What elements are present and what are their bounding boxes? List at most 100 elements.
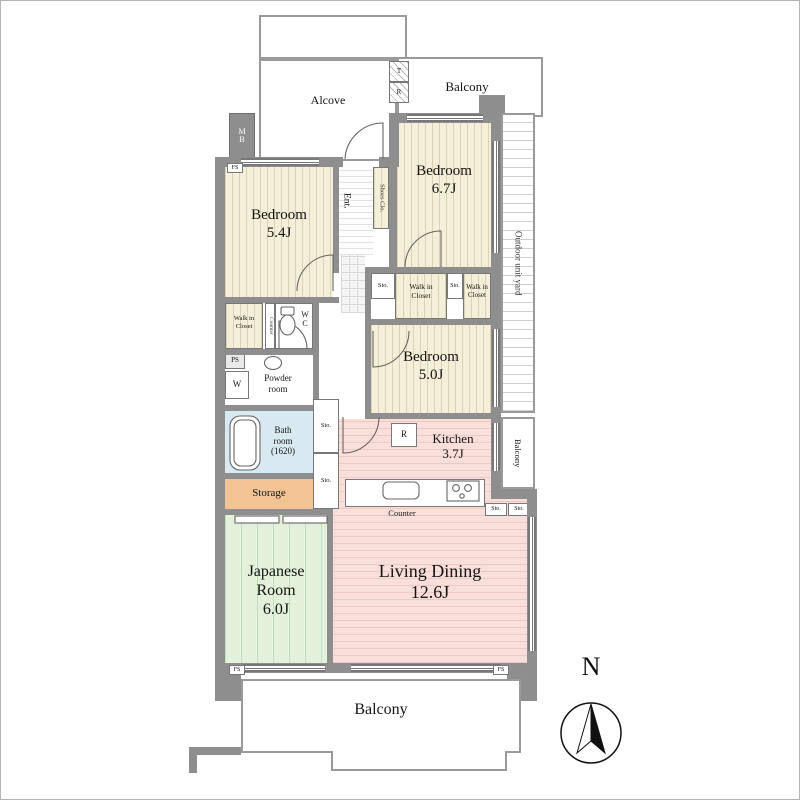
bedroom3-label: Bedroom 5.0J [371, 349, 491, 384]
living-dining-floor [333, 497, 527, 663]
hall-storage-2: Sto. [313, 453, 339, 509]
walk-in-closet-1 [395, 273, 447, 319]
top-structure-block [259, 15, 407, 59]
entrance-tile-floor [341, 255, 365, 313]
pipe-left-horizontal [189, 747, 241, 755]
entrance-corridor-floor [339, 167, 373, 255]
counter-strip: Counter [265, 303, 275, 349]
sto-label: Sto. [320, 421, 332, 429]
bedroom2-name: Bedroom [416, 163, 472, 179]
fs-label: FS [497, 666, 505, 673]
walk-in-closet-2 [463, 273, 491, 319]
compass-needle-white [576, 703, 592, 755]
japanese-size: 6.0J [262, 600, 290, 618]
trunk-room-t-label: T [396, 66, 402, 75]
counter-label: Counter [388, 508, 416, 518]
japanese-line2: Room [256, 581, 296, 599]
balcony-right-label: Balcony [513, 438, 524, 468]
walk-in-closet-2-label: Walk in Closet [463, 283, 491, 300]
fs-marker-top: FS [227, 163, 243, 173]
bedroom1-size: 5.4J [266, 224, 292, 241]
japanese-room-floor [225, 515, 327, 663]
ps-label: PS [231, 356, 239, 365]
bedroom3-size: 5.0J [418, 366, 444, 383]
window-living-right [528, 517, 536, 651]
wall-wic-top [365, 267, 499, 273]
bath-room-label: Bath room (1620) [251, 425, 315, 457]
fs-label: FS [233, 666, 241, 673]
window-bedroom2-top [407, 114, 483, 122]
washer-box: W [225, 371, 249, 399]
wall-right [491, 113, 501, 497]
sto-label: Sto. [491, 506, 501, 513]
bedroom3-name: Bedroom [403, 349, 459, 365]
compass-icon: N [560, 652, 622, 764]
wc-label-w: W [301, 310, 309, 319]
balcony-top-label: Balcony [445, 79, 489, 94]
wall-storage-bottom [225, 509, 333, 515]
wall-left [215, 157, 225, 673]
window-living-bottom [351, 664, 501, 672]
wall-powder-top [225, 349, 313, 355]
powder-line2: room [268, 383, 288, 394]
wall-wic-bottom [365, 319, 499, 325]
kitchen-label: Kitchen 3.7J [403, 431, 503, 462]
kitchen-size: 3.7J [442, 446, 464, 462]
bedroom1-name: Bedroom [251, 207, 307, 223]
wall-connector-right [491, 489, 537, 499]
wic1-line1: Walk in [409, 282, 433, 291]
meter-box-label-m: M [238, 126, 246, 136]
meter-box-label-b: B [239, 135, 245, 144]
storage-box-a: Sto. [371, 273, 395, 299]
pipe-space-box: PS [225, 353, 245, 369]
window-japanese-bottom [243, 664, 325, 672]
meter-box: M B [229, 113, 255, 159]
counter-strip-label: Counter [267, 317, 274, 335]
japanese-room-label: Japanese Room 6.0J [225, 563, 327, 620]
window-kitchen-balcony-door [492, 423, 500, 471]
wall-bath-bottom [225, 473, 313, 479]
bath-line1: Bath [274, 425, 292, 435]
trunk-room-r-label: R [396, 87, 402, 96]
compass-north-label: N [582, 652, 601, 681]
wic2-line1: Walk in [466, 283, 488, 291]
balcony-bottom-extension [331, 751, 507, 771]
powder-sink-icon [263, 355, 283, 371]
window-bedroom2-right [492, 141, 500, 253]
washer-label: W [232, 379, 242, 390]
wall-powder-bottom [225, 405, 313, 411]
bedroom2-size: 6.7J [431, 180, 457, 197]
sto-label: Sto. [377, 281, 389, 289]
living-dining-name: Living Dining [378, 561, 482, 581]
wall-bedroom1-right [333, 167, 339, 273]
storage-box-b: Sto. [447, 273, 463, 299]
fridge-label: R [400, 429, 407, 440]
wall-bedroom2-left [389, 167, 397, 267]
outdoor-unit-yard-area [501, 113, 535, 413]
trunk-room-r-box: R [389, 82, 409, 103]
fs-marker-bottom-left: FS [229, 665, 245, 675]
wic-left-line1: Walk in [233, 315, 255, 322]
bath-line2: room [273, 435, 293, 446]
wall-japanese-right [327, 509, 333, 663]
pipe-left-vertical [189, 747, 197, 773]
alcove-area [259, 59, 397, 161]
storage-label: Storage [252, 487, 286, 499]
kitchen-name: Kitchen [432, 431, 474, 446]
powder-line1: Powder [264, 373, 292, 383]
sto-label: Sto. [450, 282, 460, 289]
wall-stub-left [215, 673, 241, 701]
living-dining-label: Living Dining 12.6J [333, 561, 527, 603]
compass: N [549, 647, 633, 779]
trunk-room-t-box: T [389, 61, 409, 82]
japanese-line1: Japanese [247, 563, 305, 580]
shoes-closet-label: Shoes Clo. [378, 183, 386, 213]
wall-bedroom1-bottom [225, 297, 339, 303]
wic1-line2: Closet [411, 290, 431, 300]
wall-bedroom3-left [365, 273, 371, 419]
window-bedroom3-right [492, 329, 500, 407]
entrance-label: Ent. [341, 193, 352, 209]
bedroom1-floor [225, 167, 333, 297]
bath-line3: (1620) [271, 446, 295, 457]
